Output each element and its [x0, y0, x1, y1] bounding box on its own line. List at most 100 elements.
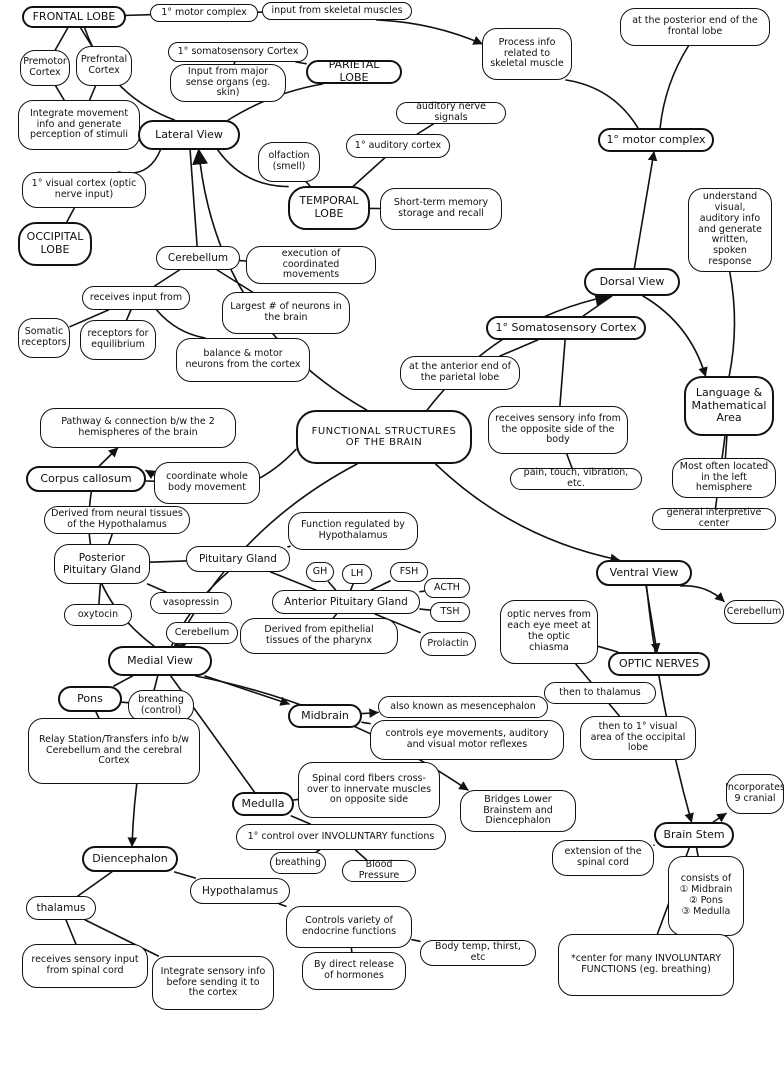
edge-temporal-to-auditory-cx — [352, 157, 386, 187]
edge-somato-cx1-to-parietal — [295, 61, 307, 65]
node-derived-epi: Derived from epithelial tissues of the p… — [240, 618, 398, 654]
edge-pituitary-to-anterior-pit — [269, 571, 317, 591]
edge-midbrain-to-eye-reflexes — [361, 721, 371, 725]
node-olfaction: olfaction (smell) — [258, 142, 320, 182]
node-lateral-view: Lateral View — [138, 120, 240, 150]
edge-anterior-pit-to-tsh — [419, 608, 431, 611]
node-blood-pressure: Blood Pressure — [342, 859, 416, 882]
edge-frontal-lobe-to-premotor — [54, 27, 69, 51]
node-most-often: Most often located in the left hemispher… — [672, 458, 776, 498]
edge-anterior-pit-to-fsh — [370, 580, 391, 591]
node-body-temp: Body temp, thirst, etc — [420, 940, 536, 966]
node-general-interp: general interpretive center — [652, 507, 776, 530]
node-prefrontal: Prefrontal Cortex — [76, 46, 132, 86]
edge-center-to-ventral-view — [434, 463, 621, 563]
node-language: Language & Mathematical Area — [684, 376, 774, 436]
node-hypothalamus: Hypothalamus — [190, 878, 290, 904]
node-parietal: PARIETAL LOBE — [306, 59, 402, 84]
node-midbrain: Midbrain — [288, 704, 362, 728]
edge-hypothalamus-to-endocrine — [278, 903, 287, 907]
edge-lateral-view-to-temporal — [217, 149, 289, 188]
node-temporal: TEMPORAL LOBE — [288, 186, 370, 230]
node-ventral-view: Ventral View — [596, 560, 692, 586]
node-lh: LH — [342, 564, 372, 584]
edge-receives-input-to-balance — [155, 309, 206, 339]
node-anterior-pit: Anterior Pituitary Gland — [272, 590, 420, 614]
node-breathing-control: breathing (control) — [128, 690, 194, 722]
edge-ventral-view-to-cerebellum-right — [679, 585, 725, 603]
node-center: FUNCTIONAL STRUCTURES OF THE BRAIN — [296, 410, 472, 464]
edge-diencephalon-to-hypothalamus — [173, 871, 197, 879]
node-integrate-move: Integrate movement info and generate per… — [18, 100, 140, 150]
node-frontal-lobe: FRONTAL LOBE — [22, 6, 126, 28]
edge-pituitary-to-func-regulated — [287, 545, 291, 548]
edge-medial-view-to-pons — [113, 675, 134, 687]
edge-motor-cx-dorsal-to-posterior-frontal — [659, 45, 690, 129]
edge-involuntary-to-breathing2 — [315, 849, 321, 853]
node-relay: Relay Station/Transfers info b/w Cerebel… — [28, 718, 200, 784]
edge-medulla-to-involuntary — [290, 815, 312, 825]
node-prolactin: Prolactin — [420, 632, 476, 656]
edge-cerebellum1-to-receives-input — [153, 269, 181, 287]
node-center-invol: *center for many INVOLUNTARY FUNCTIONS (… — [558, 934, 734, 996]
node-gh: GH — [306, 562, 334, 582]
node-breathing2: breathing — [270, 852, 326, 874]
edge-temporal-to-olfaction — [305, 181, 311, 187]
node-motor-cx-dorsal: 1° motor complex — [598, 128, 714, 152]
edge-somato-cx1-to-input-major — [233, 61, 236, 65]
edge-optic-meet-to-then-thalamus — [575, 663, 592, 683]
node-derived-neural: Derived from neural tissues of the Hypot… — [44, 506, 190, 534]
node-posterior-pit: Posterior Pituitary Gland — [54, 544, 150, 584]
edge-somato-cx2-to-anterior-parietal — [499, 339, 539, 357]
node-mesencephalon: also known as mesencephalon — [378, 696, 548, 718]
edge-receives-sensory-to-pain-touch — [566, 453, 573, 469]
node-acth: ACTH — [424, 578, 470, 598]
node-integrate-sensory: Integrate sensory info before sending it… — [152, 956, 274, 1010]
node-then-visual: then to 1° visual area of the occipital … — [580, 716, 696, 760]
edge-motor-cx-dorsal-to-process-info — [565, 79, 639, 129]
node-process-info: Process info related to skeletal muscle — [482, 28, 572, 80]
edge-medulla-to-spinal-fibers — [293, 798, 299, 801]
edge-anterior-pit-to-lh — [349, 583, 354, 591]
edge-receives-input-to-equil-rec — [125, 309, 132, 321]
node-tsh: TSH — [430, 602, 470, 622]
node-understand-vis: understand visual, auditory info and gen… — [688, 188, 772, 272]
node-cerebellum1: Cerebellum — [156, 246, 240, 270]
edge-language-to-most-often — [724, 435, 728, 459]
edge-involuntary-to-blood-pressure — [354, 849, 368, 861]
edge-corpus-to-pathway — [98, 447, 119, 467]
node-medial-view: Medial View — [108, 646, 212, 676]
edge-ventral-view-to-brain-stem — [645, 585, 694, 823]
node-largest-neurons: Largest # of neurons in the brain — [222, 292, 350, 334]
edge-medial-view-to-medulla — [170, 675, 256, 793]
node-visual-cx: 1° visual cortex (optic nerve input) — [22, 172, 146, 208]
edge-pituitary-to-posterior-pit — [149, 560, 187, 563]
edge-brain-stem-to-incorporates — [712, 812, 727, 823]
edge-anterior-pit-to-derived-epi — [332, 613, 338, 619]
edge-frontal-lobe-to-motor-cx-top — [125, 13, 151, 17]
edge-thalamus-to-integrate-sensory — [84, 919, 160, 957]
edge-diencephalon-to-thalamus — [77, 871, 113, 897]
node-spinal-fibers: Spinal cord fibers cross-over to innerva… — [298, 762, 440, 818]
edge-cerebellum1-to-largest-neurons — [216, 269, 254, 293]
edge-somato-cx2-to-receives-sensory — [559, 339, 566, 407]
node-receives-input: receives input from — [82, 286, 190, 310]
node-medulla: Medulla — [232, 792, 294, 816]
node-input-major: Input from major sense organs (eg. skin) — [170, 64, 286, 102]
node-func-regulated: Function regulated by Hypothalamus — [288, 512, 418, 550]
node-somato-cx2: 1° Somatosensory Cortex — [486, 316, 646, 340]
node-brain-stem: Brain Stem — [654, 822, 734, 848]
edge-then-thalamus-to-then-visual — [608, 703, 621, 717]
node-pons: Pons — [58, 686, 122, 712]
node-cerebellum2: Cerebellum — [166, 622, 238, 644]
node-anterior-parietal: at the anterior end of the parietal lobe — [400, 356, 520, 390]
edge-auditory-cx-to-auditory-signals — [416, 123, 435, 135]
edge-lateral-view-to-visual-cx — [117, 149, 162, 174]
node-corpus: Corpus callosum — [26, 466, 146, 492]
node-involuntary: 1° control over INVOLUNTARY functions — [236, 824, 446, 850]
node-incorporates: Incorporates 9 cranial — [725, 774, 784, 814]
node-consists-of: consists of ① Midbrain ② Pons ③ Medulla — [668, 856, 744, 936]
node-coord-move: execution of coordinated movements — [246, 246, 376, 284]
edge-language-to-understand-vis — [728, 271, 736, 377]
